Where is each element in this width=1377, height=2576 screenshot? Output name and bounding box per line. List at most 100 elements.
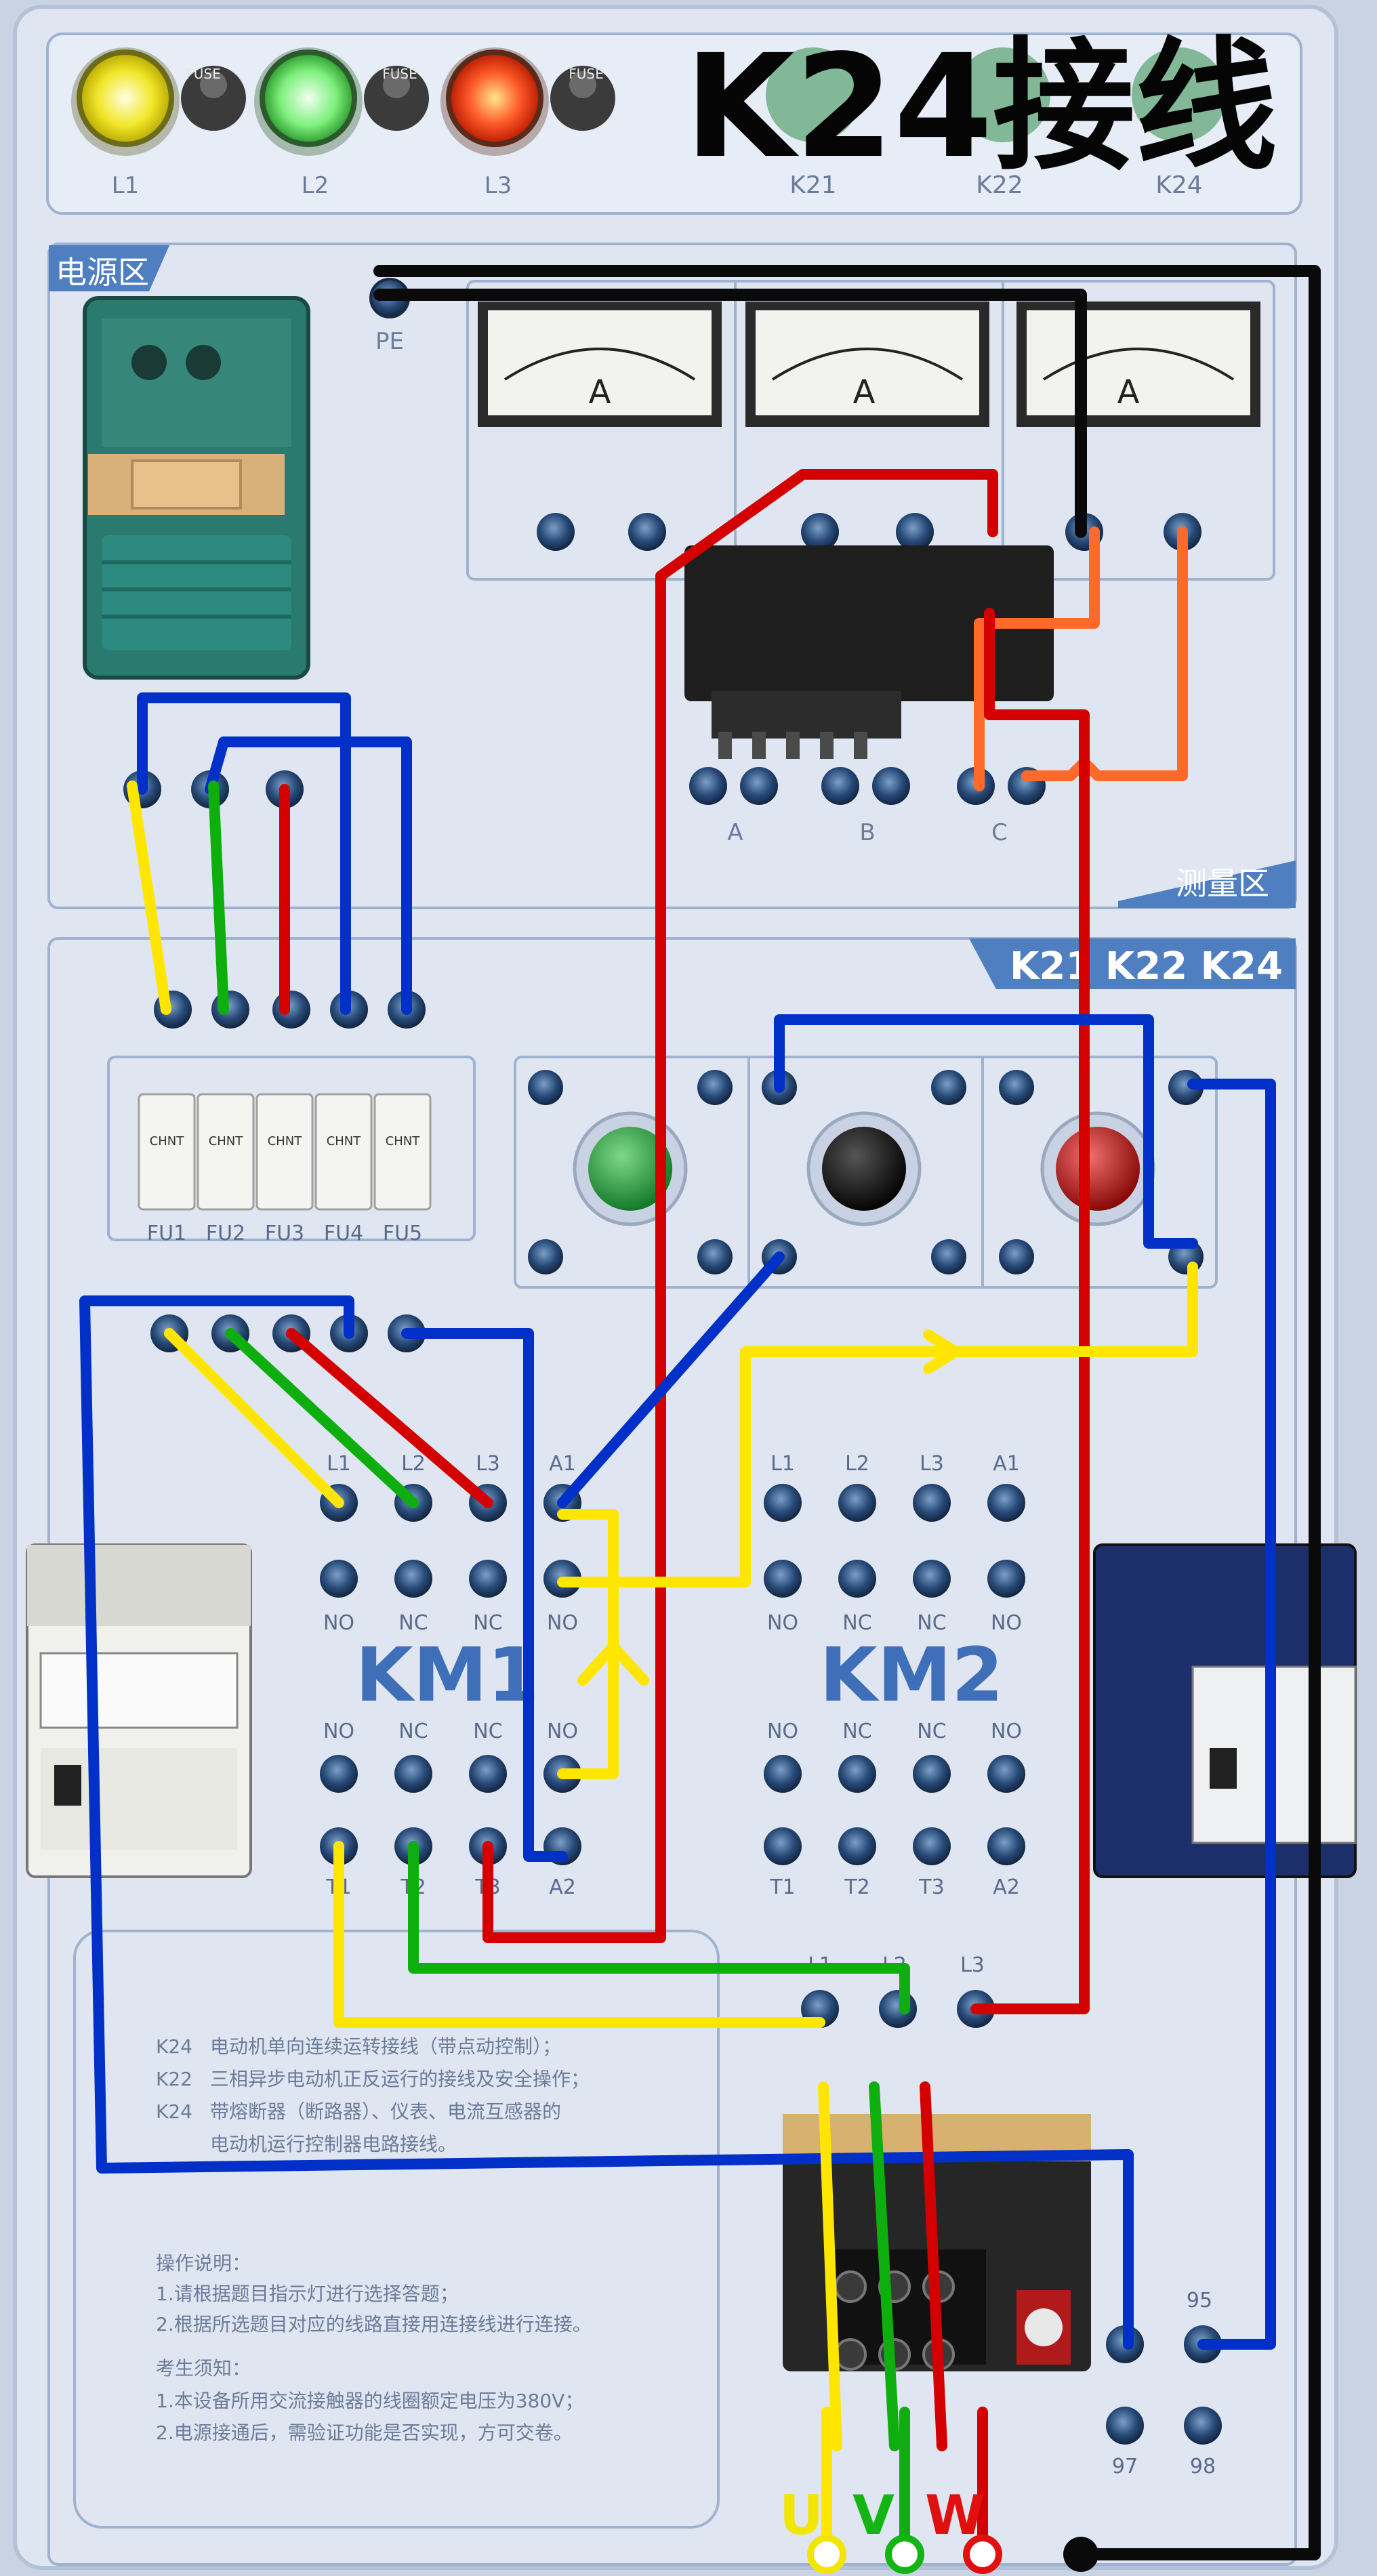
zone-label-measure: 测量区 bbox=[1176, 865, 1269, 902]
km2-r4-c2: T2 bbox=[844, 1875, 869, 1899]
note-text-2: 三相异步电动机正反运行的接线及安全操作； bbox=[210, 2068, 590, 2090]
km1-r1-c1: L1 bbox=[327, 1452, 351, 1476]
km1-r2-c2: NC bbox=[398, 1611, 428, 1635]
km2-r3-c4: NO bbox=[991, 1720, 1022, 1743]
km2-r4-c1: T1 bbox=[769, 1875, 795, 1899]
abc-label-c: C bbox=[991, 819, 1008, 846]
ops-title: 操作说明： bbox=[156, 2252, 251, 2274]
fuse-text-3: FUSE bbox=[569, 66, 603, 82]
note-code-3: K24 bbox=[156, 2100, 192, 2123]
lamp-label-l3: L3 bbox=[485, 172, 512, 199]
note-text-3: 带熔断器（断路器）、仪表、电流互感器的 bbox=[210, 2100, 561, 2123]
ammeter-1: A bbox=[478, 302, 722, 427]
fuse-label-fu1: FU1 bbox=[147, 1222, 186, 1245]
abc-label-a: A bbox=[727, 819, 743, 846]
exam-title: 考生须知： bbox=[156, 2357, 251, 2380]
current-transformer bbox=[684, 545, 1054, 759]
km1-r3-c3: NC bbox=[473, 1720, 502, 1743]
km2-r3-c1: NO bbox=[767, 1720, 798, 1743]
jack-label-k22: K22 bbox=[976, 171, 1023, 199]
km1-r3-c4: NO bbox=[547, 1720, 578, 1743]
km2-r3-c3: NC bbox=[917, 1720, 946, 1743]
km2-r1-c3: L3 bbox=[920, 1452, 944, 1476]
fuse-brand-1: CHNT bbox=[150, 1134, 185, 1148]
fuse-label-fu2: FU2 bbox=[206, 1222, 245, 1245]
ammeter-3: A bbox=[1016, 302, 1260, 427]
lamp-label-l1: L1 bbox=[112, 172, 140, 199]
uvw-label-v: V bbox=[852, 2484, 895, 2547]
stop-button-red bbox=[1040, 1111, 1155, 1226]
lamp-l3: L3 bbox=[440, 47, 615, 199]
ammeter-2-symbol: A bbox=[853, 373, 876, 411]
km1-r1-c3: L3 bbox=[476, 1452, 500, 1476]
ammeter-3-symbol: A bbox=[1117, 373, 1140, 411]
note-code-1: K24 bbox=[156, 2035, 192, 2058]
fuse-brand-4: CHNT bbox=[327, 1134, 362, 1148]
ops-item-2: 2.根据所选题目对应的线路直接用连接线进行连接。 bbox=[156, 2313, 592, 2335]
wire-overlay bbox=[79, 265, 1321, 2572]
km2-r2-c2: NC bbox=[842, 1611, 871, 1635]
fuse-text-2: FUSE bbox=[382, 66, 417, 82]
km1-title: KM1 bbox=[355, 1632, 539, 1718]
zone-label-power: 电源区 bbox=[56, 254, 149, 291]
uvw-label-u: U bbox=[779, 2484, 823, 2547]
km2-r2-c3: NC bbox=[917, 1611, 946, 1635]
km1-r2-c3: NC bbox=[473, 1611, 502, 1635]
km2-r4-c4: A2 bbox=[993, 1875, 1020, 1899]
note-text-1: 电动机单向连续运转接线（带点动控制）； bbox=[210, 2035, 561, 2058]
fuse-holders: CHNT CHNT CHNT CHNT CHNT bbox=[138, 1093, 432, 1211]
km1-r4-c4: A2 bbox=[549, 1875, 576, 1899]
ammeter-1-symbol: A bbox=[589, 373, 611, 411]
fuse-brand-5: CHNT bbox=[386, 1134, 421, 1148]
km2-r1-c4: A1 bbox=[993, 1452, 1020, 1476]
relay-label-98: 98 bbox=[1190, 2455, 1216, 2478]
note-code-2: K22 bbox=[156, 2068, 192, 2090]
contactor-left bbox=[26, 1543, 252, 1878]
page-title: K24接线 bbox=[684, 24, 1277, 190]
ammeter-2: A bbox=[745, 302, 989, 427]
fuse-label-fu3: FU3 bbox=[265, 1222, 304, 1245]
fuse-label-fu5: FU5 bbox=[383, 1222, 422, 1245]
lamp-l1: L1 bbox=[71, 47, 246, 199]
contactor-right bbox=[1093, 1543, 1357, 1878]
km1-r2-c4: NO bbox=[547, 1611, 578, 1635]
km1-r3-c2: NC bbox=[398, 1720, 428, 1743]
km1-r1-c4: A1 bbox=[549, 1452, 576, 1476]
exam-item-1: 1.本设备所用交流接触器的线圈额定电压为380V； bbox=[156, 2390, 583, 2412]
relay-label-95: 95 bbox=[1187, 2289, 1212, 2312]
fuse-label-fu4: FU4 bbox=[324, 1222, 363, 1245]
lamp-l2: L2 bbox=[254, 47, 429, 199]
ops-item-1: 1.请根据题目指示灯进行选择答题； bbox=[156, 2283, 459, 2305]
start-button-green bbox=[573, 1111, 688, 1226]
km2-block: L1 L2 L3 A1 NO NC NC NO KM2 NO NC NC NO … bbox=[764, 1452, 1025, 1899]
uvw-label-w: W bbox=[925, 2484, 985, 2547]
km2-r2-c1: NO bbox=[767, 1611, 798, 1635]
lamp-label-l2: L2 bbox=[302, 172, 329, 199]
km2-title: KM2 bbox=[819, 1632, 1003, 1718]
fuse-brand-2: CHNT bbox=[209, 1134, 244, 1148]
km1-r3-c1: NO bbox=[323, 1720, 354, 1743]
relay-label-97: 97 bbox=[1112, 2455, 1138, 2478]
pe-label: PE bbox=[375, 328, 404, 355]
km1-r2-c1: NO bbox=[323, 1611, 354, 1635]
exam-item-2: 2.电源接通后，需验证功能是否实现，方可交卷。 bbox=[156, 2422, 573, 2444]
km2-r1-c2: L2 bbox=[845, 1452, 869, 1476]
km1-r1-c2: L2 bbox=[401, 1452, 426, 1476]
jack-label-k21: K21 bbox=[789, 171, 836, 199]
km2-r4-c3: T3 bbox=[918, 1875, 944, 1899]
notes-panel: K24 电动机单向连续运转接线（带点动控制）； K22 三相异步电动机正反运行的… bbox=[156, 2035, 592, 2444]
fuse-text-1: FUSE bbox=[186, 66, 220, 82]
motor-term-l3: L3 bbox=[960, 1953, 985, 1977]
km2-r2-c4: NO bbox=[991, 1611, 1022, 1635]
circuit-breaker bbox=[83, 296, 310, 680]
km2-r1-c1: L1 bbox=[770, 1452, 795, 1476]
km2-r3-c2: NC bbox=[842, 1720, 871, 1743]
abc-label-b: B bbox=[859, 819, 875, 846]
uvw-terminals: U V W bbox=[779, 2484, 1002, 2574]
note-text-4: 电动机运行控制器电路接线。 bbox=[210, 2133, 457, 2155]
jog-button-black bbox=[806, 1111, 922, 1226]
zone-label-control: K21 K22 K24 bbox=[1010, 944, 1283, 989]
jack-label-k24: K24 bbox=[1155, 171, 1202, 199]
fuse-brand-3: CHNT bbox=[268, 1134, 303, 1148]
